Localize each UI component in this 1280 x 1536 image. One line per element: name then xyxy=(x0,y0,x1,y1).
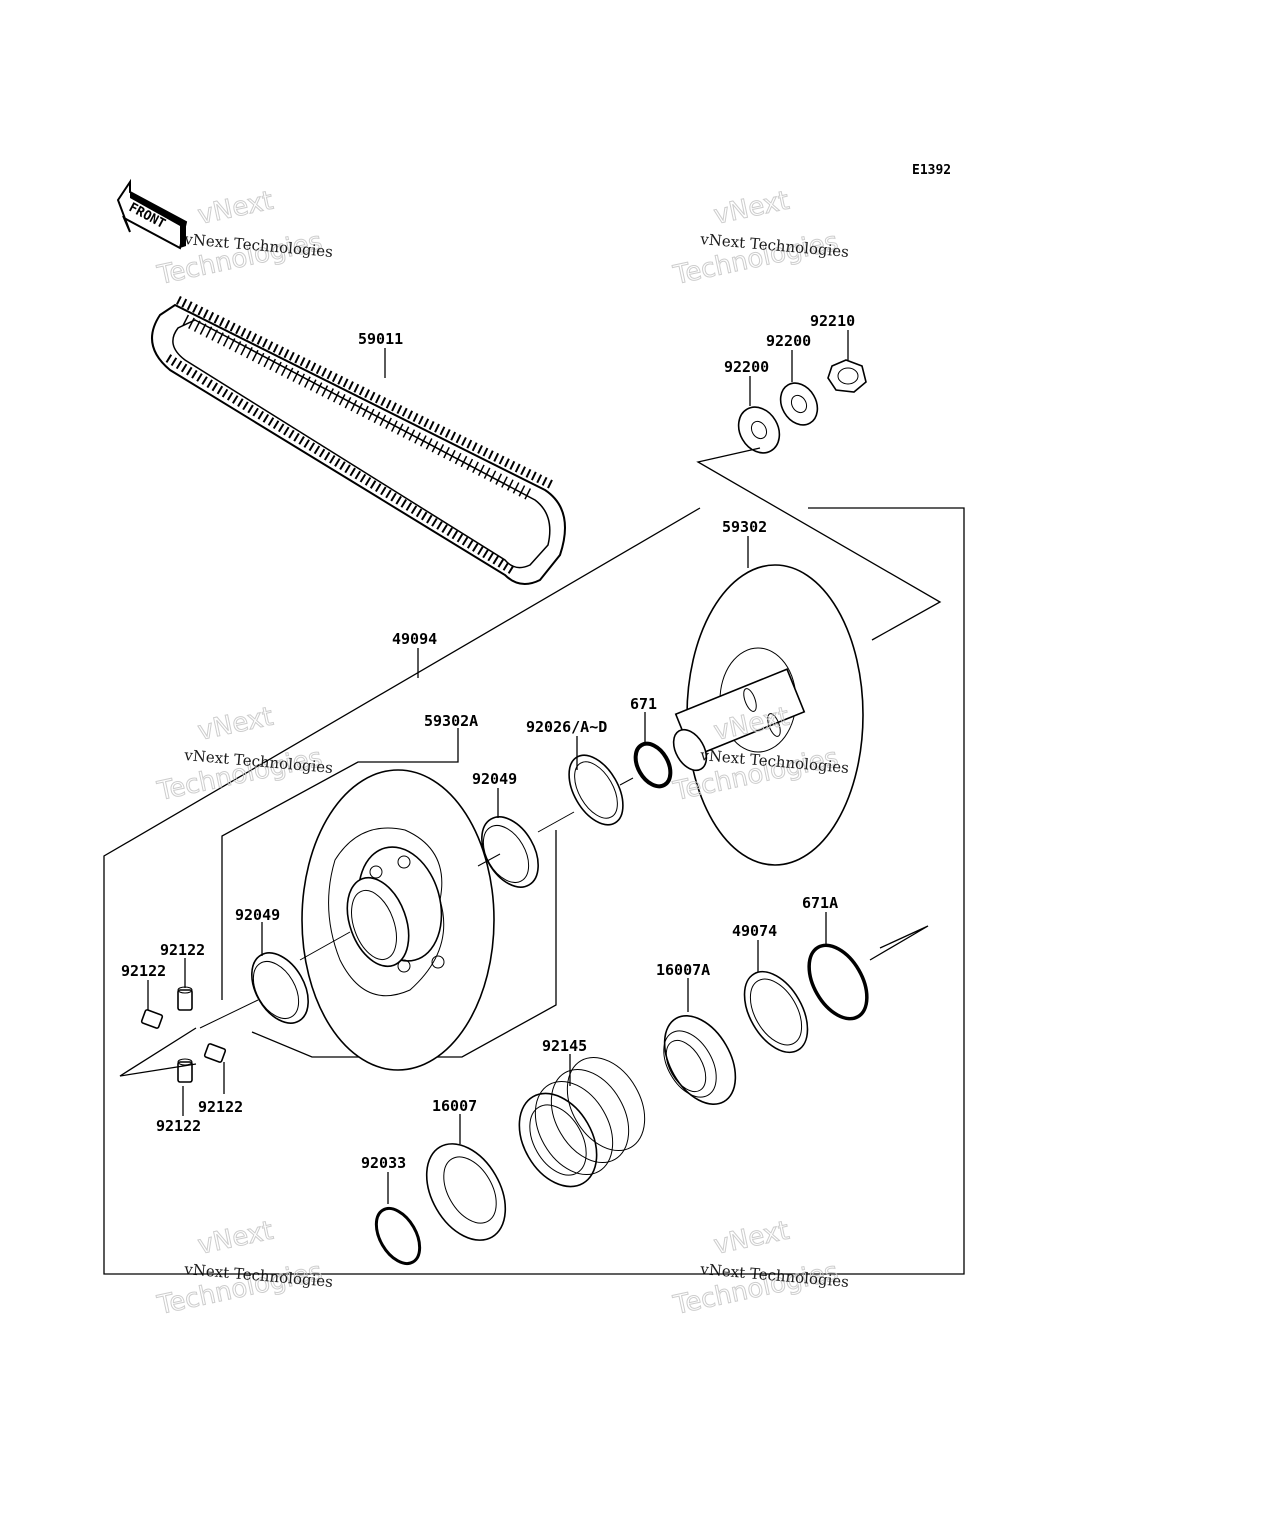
part-label-16007: 16007 xyxy=(432,1097,477,1115)
movable-sheave xyxy=(301,769,495,1071)
part-label-92122-a: 92122 xyxy=(160,941,205,959)
part-label-16007A: 16007A xyxy=(656,961,710,979)
drive-belt xyxy=(151,295,566,585)
spring-seat xyxy=(743,970,809,1054)
svg-text:vNext: vNext xyxy=(195,1216,276,1261)
cam xyxy=(663,1015,737,1105)
svg-text:vNext: vNext xyxy=(711,1216,792,1261)
watermark: vNext Technologies vNext Technologies vN… xyxy=(154,185,850,1321)
part-label-92033: 92033 xyxy=(361,1154,406,1172)
slider-roller xyxy=(140,1009,164,1029)
part-label-49074: 49074 xyxy=(732,922,777,940)
part-label-92122-d: 92122 xyxy=(156,1117,201,1135)
slider-roller xyxy=(203,1043,227,1063)
slider-roller xyxy=(177,1058,193,1083)
part-label-92049-upper: 92049 xyxy=(472,770,517,788)
bushing xyxy=(251,952,309,1024)
o-ring xyxy=(807,943,869,1021)
part-label-92049-lower: 92049 xyxy=(235,906,280,924)
part-label-92122-c: 92122 xyxy=(198,1098,243,1116)
part-label-59302: 59302 xyxy=(722,518,767,536)
part-label-49094: 49094 xyxy=(392,630,437,648)
part-label-92026: 92026/A~D xyxy=(526,718,607,736)
spring xyxy=(518,1056,646,1188)
part-label-59011: 59011 xyxy=(358,330,403,348)
svg-text:vNext: vNext xyxy=(711,186,792,231)
part-label-59302A: 59302A xyxy=(424,712,478,730)
washer xyxy=(737,406,781,454)
part-label-92200-bottom: 92200 xyxy=(724,358,769,376)
svg-text:vNext: vNext xyxy=(195,186,276,231)
part-label-92210: 92210 xyxy=(810,312,855,330)
fixed-sheave xyxy=(672,564,864,866)
washer xyxy=(779,382,819,426)
front-arrow-icon: FRONT xyxy=(116,178,188,250)
bushing xyxy=(481,816,539,888)
circlip xyxy=(374,1207,422,1265)
part-label-671: 671 xyxy=(630,695,657,713)
part-label-671A: 671A xyxy=(802,894,838,912)
cam xyxy=(425,1143,507,1241)
part-label-92200-top: 92200 xyxy=(766,332,811,350)
shim xyxy=(568,754,624,826)
slider-roller xyxy=(177,986,193,1011)
nut xyxy=(827,359,867,393)
part-label-92145: 92145 xyxy=(542,1037,587,1055)
part-label-92122-b: 92122 xyxy=(121,962,166,980)
o-ring xyxy=(633,741,673,789)
diagram-code: E1392 xyxy=(912,163,951,178)
svg-text:vNext: vNext xyxy=(195,702,276,747)
